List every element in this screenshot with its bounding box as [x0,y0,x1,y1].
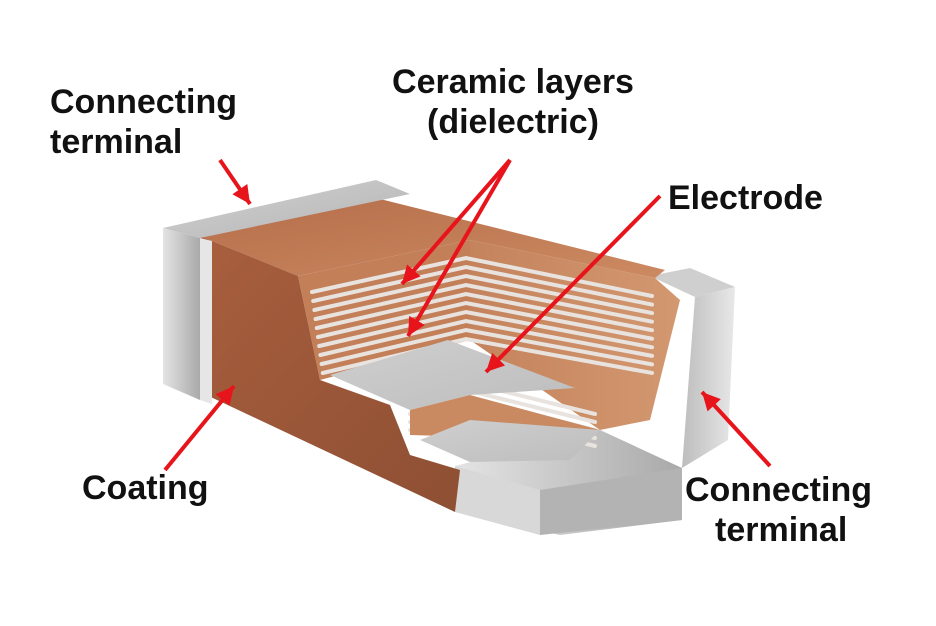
label-electrode-text: Electrode [668,179,823,217]
terminal-left-top [163,180,410,238]
electrode-line [317,309,654,350]
label-ceramic-line1: Ceramic layers [392,63,634,101]
terminal-left-front [163,228,200,400]
terminal-right-front-face [455,466,540,535]
electrode-line [316,300,654,341]
label-coating: Coating [82,468,209,508]
terminal-left-block [163,180,410,404]
label-coating-text: Coating [82,469,209,507]
electrode-line [314,291,654,333]
terminal-right-top [650,268,735,297]
label-ceramic-line2: (dielectric) [427,103,599,141]
label-electrode: Electrode [668,178,823,218]
coating-top [200,198,665,278]
label-connecting-terminal-left: Connecting terminal [50,82,237,162]
arrow-head [232,184,250,204]
terminal-left-edge [200,238,212,404]
electrode-line [310,255,654,298]
callout-arrows [163,158,772,472]
electrode-line [320,336,654,375]
arrow-shaft [484,194,662,374]
arrow-head [402,264,421,284]
arrow-shaft [400,158,512,286]
label-connecting-terminal-right: Connecting terminal [685,470,872,550]
terminal-right-front-edge [540,468,682,535]
electrode-floor-upper [330,340,575,410]
electrode-floor-lower [420,420,600,462]
electrode-line [312,273,654,316]
arrow-head [702,392,721,412]
label-terminal-right-line2: terminal [715,511,848,549]
electrode-lines-upper [310,255,654,375]
label-terminal-left-line2: terminal [50,123,183,161]
electrode-line [311,264,654,307]
electrode-line [313,282,654,324]
label-ceramic-layers: Ceramic layers (dielectric) [362,62,664,142]
arrow-head [215,386,234,406]
electrode-line [319,327,654,367]
terminal-right-side [682,287,735,468]
arrow-head [408,315,425,336]
electrode-line [318,318,654,358]
coating-front [200,236,460,512]
arrow-shaft [163,384,236,472]
label-terminal-left-line1: Connecting [50,83,237,121]
arrow-head [486,352,506,372]
arrow-shaft [406,158,512,338]
label-terminal-right-line1: Connecting [685,471,872,509]
